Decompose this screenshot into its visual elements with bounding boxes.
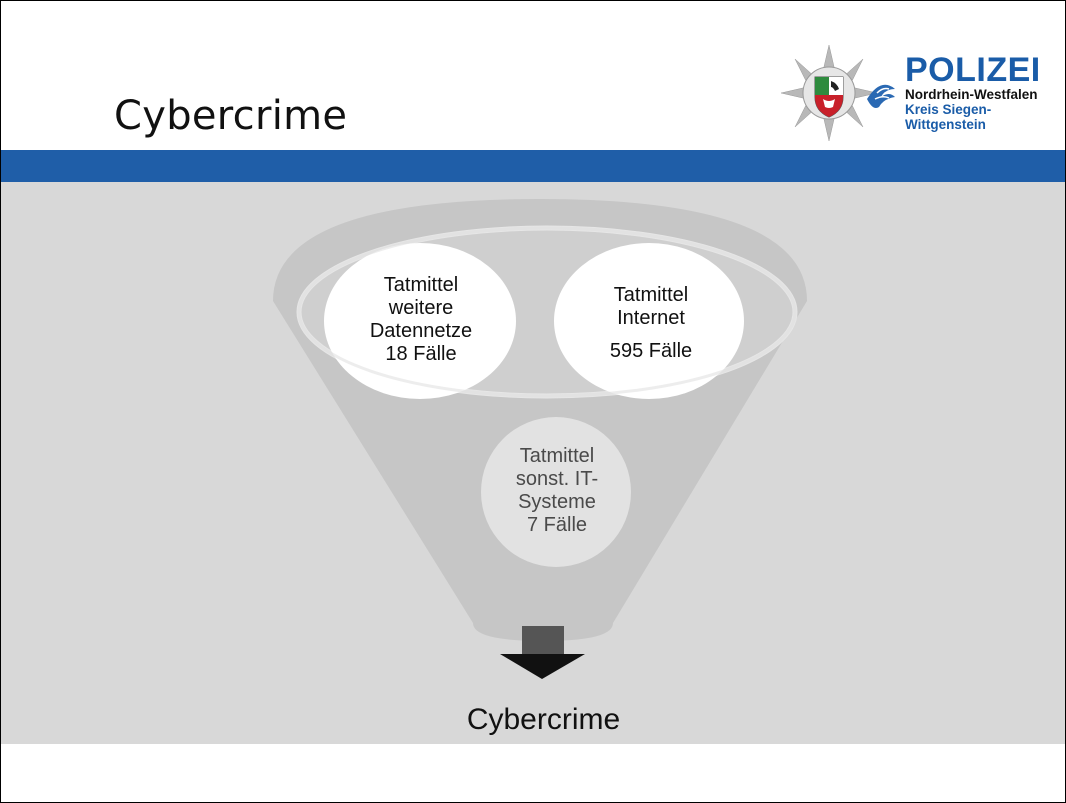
bubble-it-systeme [481, 417, 631, 567]
bubble-internet [554, 243, 744, 399]
arrow-stem [522, 626, 564, 656]
logo-state: Nordrhein-Westfalen [905, 87, 1038, 102]
title-band [1, 150, 1065, 182]
bubble-internet-label: Tatmittel Internet 595 Fälle [609, 284, 693, 362]
slide-title: Cybercrime [114, 93, 348, 139]
bubble-it-systeme-label: Tatmittel sonst. IT- Systeme 7 Fälle [515, 445, 599, 536]
police-logo: POLIZEI Nordrhein-Westfalen Kreis Siegen… [759, 39, 1065, 149]
funnel-output-label: Cybercrime [466, 703, 621, 736]
logo-district: Kreis Siegen- [905, 102, 992, 117]
bubble-datennetze-label: Tatmittel weitere Datennetze 18 Fälle [369, 274, 473, 365]
down-arrow-icon [500, 654, 585, 679]
logo-district-2: Wittgenstein [905, 117, 986, 132]
bubble-datennetze [324, 243, 516, 399]
logo-wordmark: POLIZEI [905, 51, 1041, 89]
police-star-icon [780, 44, 895, 142]
